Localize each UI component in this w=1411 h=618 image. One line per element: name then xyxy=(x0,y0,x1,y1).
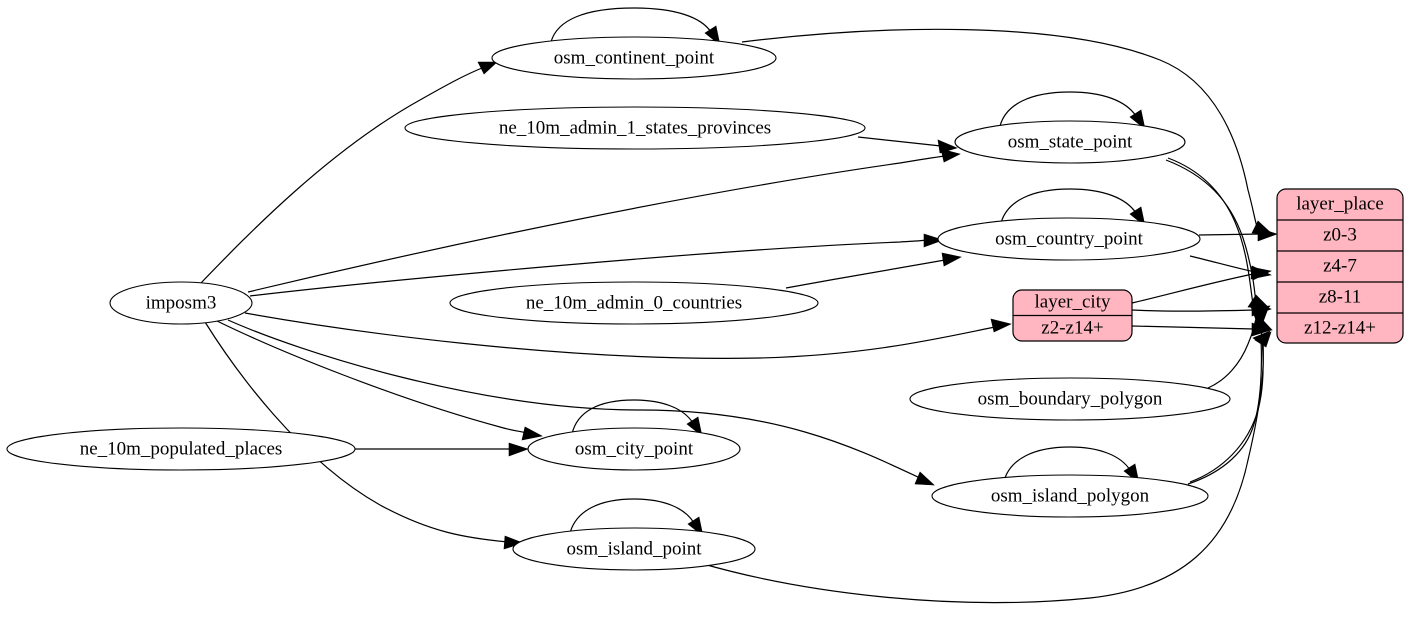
layer_place-row-title: layer_place xyxy=(1296,193,1384,214)
node-osm_island_point-label: osm_island_point xyxy=(566,538,702,559)
node-osm_boundary_polygon-label: osm_boundary_polygon xyxy=(978,388,1163,409)
node-osm_country_point-label: osm_country_point xyxy=(995,228,1143,249)
node-ne_10m_admin_0_countries-label: ne_10m_admin_0_countries xyxy=(526,292,742,313)
node-osm_country_point[interactable]: osm_country_point xyxy=(937,217,1201,261)
node-ne_10m_admin_0_countries[interactable]: ne_10m_admin_0_countries xyxy=(449,281,819,325)
edge-imposm3-to-layer_city xyxy=(244,312,1012,359)
node-osm_city_point-label: osm_city_point xyxy=(575,438,694,459)
node-osm_boundary_polygon[interactable]: osm_boundary_polygon xyxy=(909,377,1231,421)
node-ne_10m_admin_1_states_provinces-label: ne_10m_admin_1_states_provinces xyxy=(499,117,771,138)
edge-osm_island_point-to-layer_place-z12-z14 xyxy=(699,331,1272,604)
layer_city-row-z2-z14: z2-z14+ xyxy=(1041,317,1103,338)
node-osm_continent_point[interactable]: osm_continent_point xyxy=(491,36,777,80)
edge-osm_country_point-to-layer_place-z0-3 xyxy=(1198,227,1278,242)
node-imposm3[interactable]: imposm3 xyxy=(109,281,253,325)
layer_place-row-z4-7: z4-7 xyxy=(1323,255,1357,276)
node-layer_city[interactable]: layer_city z2-z14+ xyxy=(1012,289,1133,342)
node-ne_10m_populated_places-label: ne_10m_populated_places xyxy=(80,438,283,459)
edge-imposm3-to-osm_island_polygon xyxy=(227,319,935,486)
node-layer_place[interactable]: layer_place z0-3 z4-7 z8-11 z12-z14+ xyxy=(1276,188,1404,344)
edge-imposm3-to-osm_city_point xyxy=(214,319,543,441)
self-loop-osm_state_point xyxy=(999,91,1146,130)
node-osm_state_point-label: osm_state_point xyxy=(1008,131,1133,152)
node-ne_10m_populated_places[interactable]: ne_10m_populated_places xyxy=(6,427,356,471)
node-osm_island_polygon-label: osm_island_polygon xyxy=(991,485,1150,506)
node-osm_island_polygon[interactable]: osm_island_polygon xyxy=(931,474,1209,518)
node-layer: imposm3 osm_continent_point ne_10m_admin… xyxy=(6,36,1404,571)
edge-layer_city-to-layer_place-z4-7 xyxy=(1131,266,1272,304)
edge-imposm3-to-osm_continent_point xyxy=(199,61,498,285)
node-ne_10m_admin_1_states_provinces[interactable]: ne_10m_admin_1_states_provinces xyxy=(404,106,866,150)
self-loop-osm_city_point xyxy=(571,399,703,437)
layer_place-row-z0-3: z0-3 xyxy=(1323,224,1357,245)
edge-ne_10m_admin_1_states_provinces-to-osm_state_point xyxy=(857,136,958,154)
node-osm_continent_point-label: osm_continent_point xyxy=(554,47,715,68)
edge-imposm3-to-osm_country_point xyxy=(249,233,944,297)
edge-ne_10m_admin_0_countries-to-osm_country_point xyxy=(785,252,962,289)
layer_place-row-z8-11: z8-11 xyxy=(1319,286,1362,307)
edge-layer_city-to-layer_place-z12-z14 xyxy=(1131,322,1272,337)
node-osm_state_point[interactable]: osm_state_point xyxy=(954,120,1186,164)
node-imposm3-label: imposm3 xyxy=(146,292,217,313)
layer_city-row-title: layer_city xyxy=(1035,291,1111,312)
edge-imposm3-to-osm_state_point xyxy=(247,148,961,293)
self-loop-osm_continent_point xyxy=(550,7,721,46)
layer_place-row-z12-z14: z12-z14+ xyxy=(1304,317,1376,338)
node-osm_city_point[interactable]: osm_city_point xyxy=(527,427,741,471)
node-osm_island_point[interactable]: osm_island_point xyxy=(512,527,756,571)
edge-ne_10m_populated_places-to-osm_city_point xyxy=(355,442,529,457)
edge-layer xyxy=(199,7,1278,604)
